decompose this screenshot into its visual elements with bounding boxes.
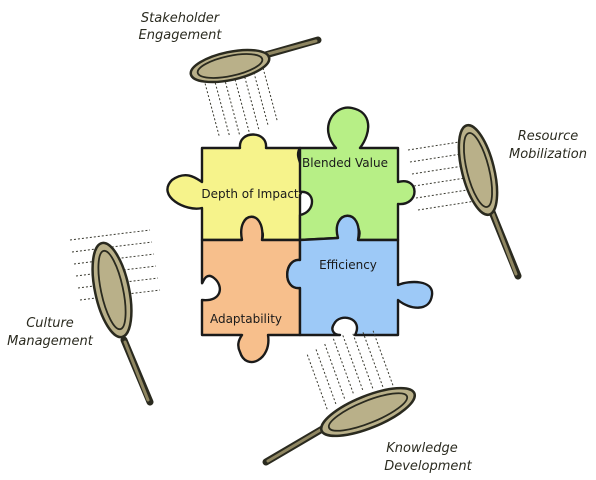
piece-label-adaptability: Adaptability [210,312,282,326]
puzzle-piece-efficiency [286,214,434,337]
lens-label-stakeholder-line2: Engagement [139,28,223,43]
lens-label-culture-line1: Culture [26,316,74,331]
piece-label-blended-value: Blended Value [302,156,388,170]
lens-label-knowledge-line2: Development [384,459,472,474]
lens-label-culture-line2: Management [7,334,94,349]
lens-label-knowledge-line1: Knowledge [386,441,457,456]
piece-label-efficiency: Efficiency [319,258,377,272]
magnifier-icon-stakeholder [189,36,322,136]
magnifier-icon-resource [407,123,522,280]
magnifier-icon-culture [69,229,161,406]
puzzle-piece-blended-value [298,106,416,242]
lens-label-stakeholder-line1: Stakeholder [141,11,221,26]
piece-label-depth-of-impact: Depth of Impact [201,187,299,201]
puzzle-piece-adaptability [200,215,302,364]
lens-label-resource-line2: Mobilization [509,147,587,162]
lens-label-resource-line1: Resource [518,129,579,144]
